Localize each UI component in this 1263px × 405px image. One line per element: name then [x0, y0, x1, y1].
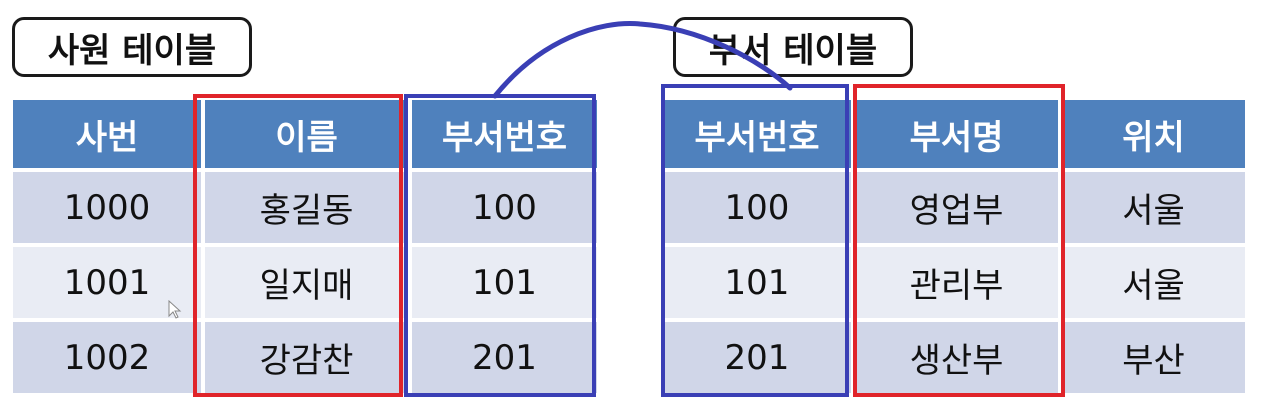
- department-table-title: 부서 테이블: [673, 17, 913, 77]
- table-row: 1000 홍길동 100: [13, 168, 597, 245]
- table-row: 1002 강감찬 201: [13, 318, 597, 393]
- cell-emp-dept-no: 101: [410, 243, 597, 320]
- table-row: 100 영업부 서울: [663, 168, 1245, 245]
- cell-dept-name: 생산부: [853, 318, 1062, 393]
- cell-dept-name: 영업부: [853, 168, 1062, 245]
- cell-emp-id: 1000: [13, 168, 205, 245]
- cell-dept-location: 서울: [1060, 168, 1245, 245]
- cell-dept-name: 관리부: [853, 243, 1062, 320]
- employee-table: 사번 이름 부서번호 1000 홍길동 100 1001 일지매 101 100…: [13, 100, 597, 393]
- cell-dept-location: 부산: [1060, 318, 1245, 393]
- employee-table-header: 사번 이름 부서번호: [13, 100, 597, 170]
- table-row: 201 생산부 부산: [663, 318, 1245, 393]
- column-header-emp-dept-no: 부서번호: [410, 100, 597, 170]
- cell-emp-id: 1002: [13, 318, 205, 393]
- mouse-cursor-icon: [168, 300, 182, 319]
- cell-dept-no: 100: [663, 168, 855, 245]
- department-table-header: 부서번호 부서명 위치: [663, 100, 1245, 170]
- employee-table-title: 사원 테이블: [12, 17, 252, 77]
- cell-emp-name: 강감찬: [203, 318, 412, 393]
- cell-dept-location: 서울: [1060, 243, 1245, 320]
- cell-emp-dept-no: 201: [410, 318, 597, 393]
- table-row: 101 관리부 서울: [663, 243, 1245, 320]
- cell-dept-no: 101: [663, 243, 855, 320]
- column-header-dept-no: 부서번호: [663, 100, 855, 170]
- department-table: 부서번호 부서명 위치 100 영업부 서울 101 관리부 서울 201 생산…: [663, 100, 1245, 393]
- cell-emp-dept-no: 100: [410, 168, 597, 245]
- column-header-emp-name: 이름: [203, 100, 412, 170]
- cell-emp-name: 일지매: [203, 243, 412, 320]
- cell-dept-no: 201: [663, 318, 855, 393]
- column-header-emp-id: 사번: [13, 100, 205, 170]
- table-row: 1001 일지매 101: [13, 243, 597, 320]
- cell-emp-name: 홍길동: [203, 168, 412, 245]
- column-header-dept-location: 위치: [1060, 100, 1245, 170]
- column-header-dept-name: 부서명: [853, 100, 1062, 170]
